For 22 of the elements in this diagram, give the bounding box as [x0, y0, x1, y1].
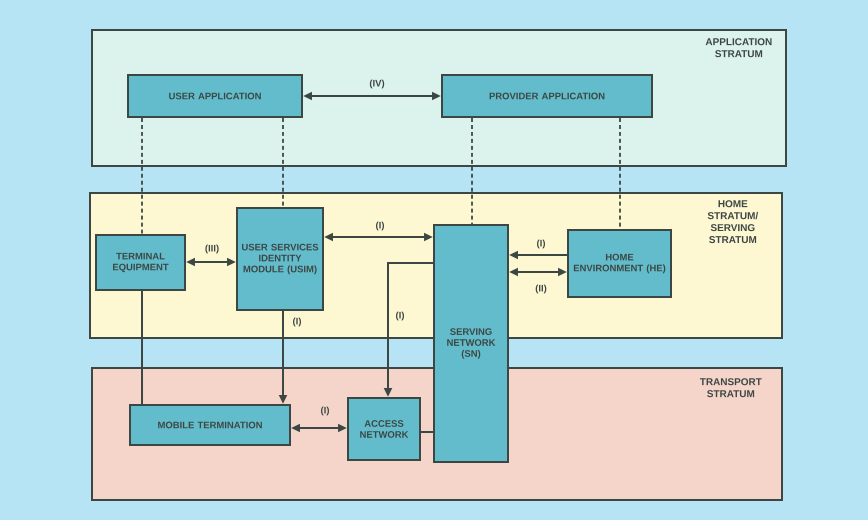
edge-label: (IV) — [368, 78, 386, 90]
edge-label: (I) — [536, 238, 546, 250]
edge-label: (II) — [534, 284, 548, 294]
function-box: TERMINAL EQUIPMENT — [95, 234, 186, 291]
line — [421, 431, 433, 433]
line — [141, 291, 143, 404]
function-box: USER APPLICATION — [127, 74, 303, 118]
function-box: SERVING NETWORK (SN) — [433, 224, 509, 463]
edge-label: (I) — [320, 406, 330, 416]
edge-label: (I) — [374, 220, 386, 232]
dotted-line — [471, 118, 473, 224]
dotted-line — [619, 118, 621, 229]
function-box: ACCESS NETWORK — [347, 397, 421, 461]
edge-label: (I) — [394, 310, 406, 322]
function-box: MOBILE TERMINATION — [129, 404, 291, 446]
dotted-line — [282, 118, 284, 207]
function-box: HOME ENVIRONMENT (HE) — [567, 229, 672, 298]
function-box: USER SERVICES IDENTITY MODULE (USIM) — [236, 207, 324, 311]
edge-label: (I) — [292, 316, 302, 328]
dotted-line — [141, 118, 143, 234]
edge-label: (III) — [204, 244, 220, 254]
function-box: PROVIDER APPLICATION — [441, 74, 653, 118]
